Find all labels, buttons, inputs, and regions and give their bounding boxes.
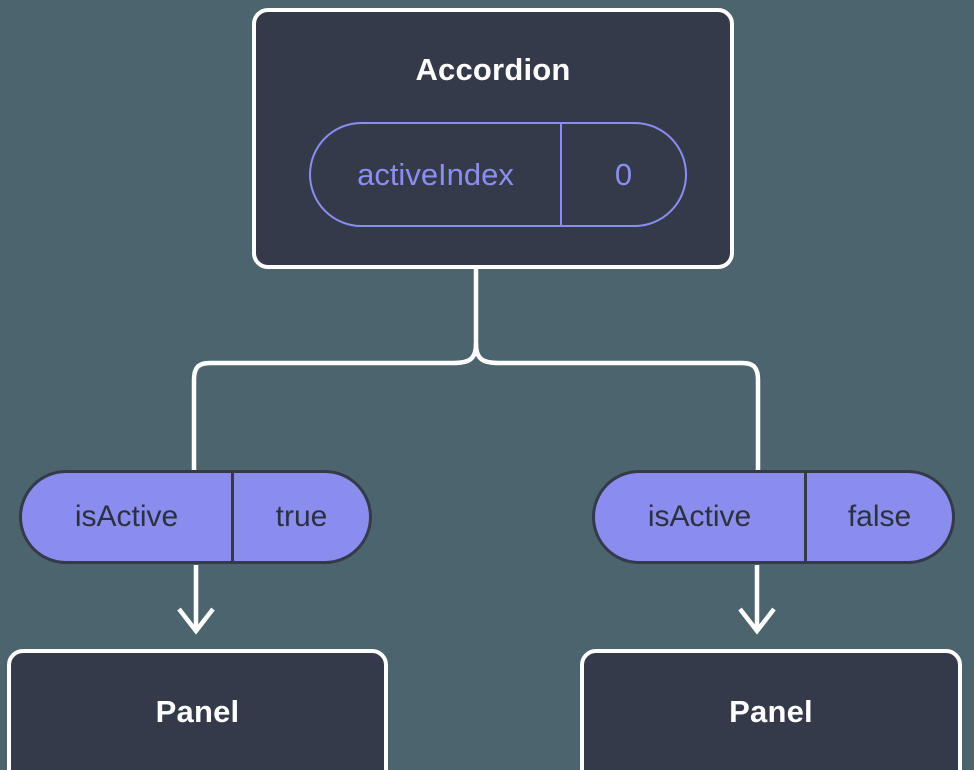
connector-arrow-right-head [738, 607, 776, 635]
state-pill-activeindex[interactable]: activeIndex 0 [309, 122, 687, 227]
node-panel-right[interactable]: Panel [580, 649, 962, 770]
node-panel-left-title: Panel [155, 694, 240, 729]
connector-root-fork [473, 266, 761, 473]
prop-pill-isactive-true[interactable]: isActive true [19, 470, 372, 564]
state-pill-key: activeIndex [311, 124, 562, 225]
node-panel-left[interactable]: Panel [7, 649, 388, 770]
connector-arrow-left-head [177, 607, 215, 635]
prop-pill-right-value: false [847, 500, 912, 533]
connector-root-fork-left [191, 341, 479, 473]
state-pill-value: 0 [614, 156, 633, 192]
prop-pill-right-key: isActive [595, 473, 807, 561]
node-panel-right-title: Panel [729, 694, 813, 729]
node-accordion-title: Accordion [415, 52, 571, 87]
prop-pill-isactive-false[interactable]: isActive false [592, 470, 955, 564]
prop-pill-left-value: true [275, 500, 328, 533]
prop-pill-left-key: isActive [22, 473, 234, 561]
node-accordion[interactable]: Accordion activeIndex 0 [252, 8, 734, 269]
